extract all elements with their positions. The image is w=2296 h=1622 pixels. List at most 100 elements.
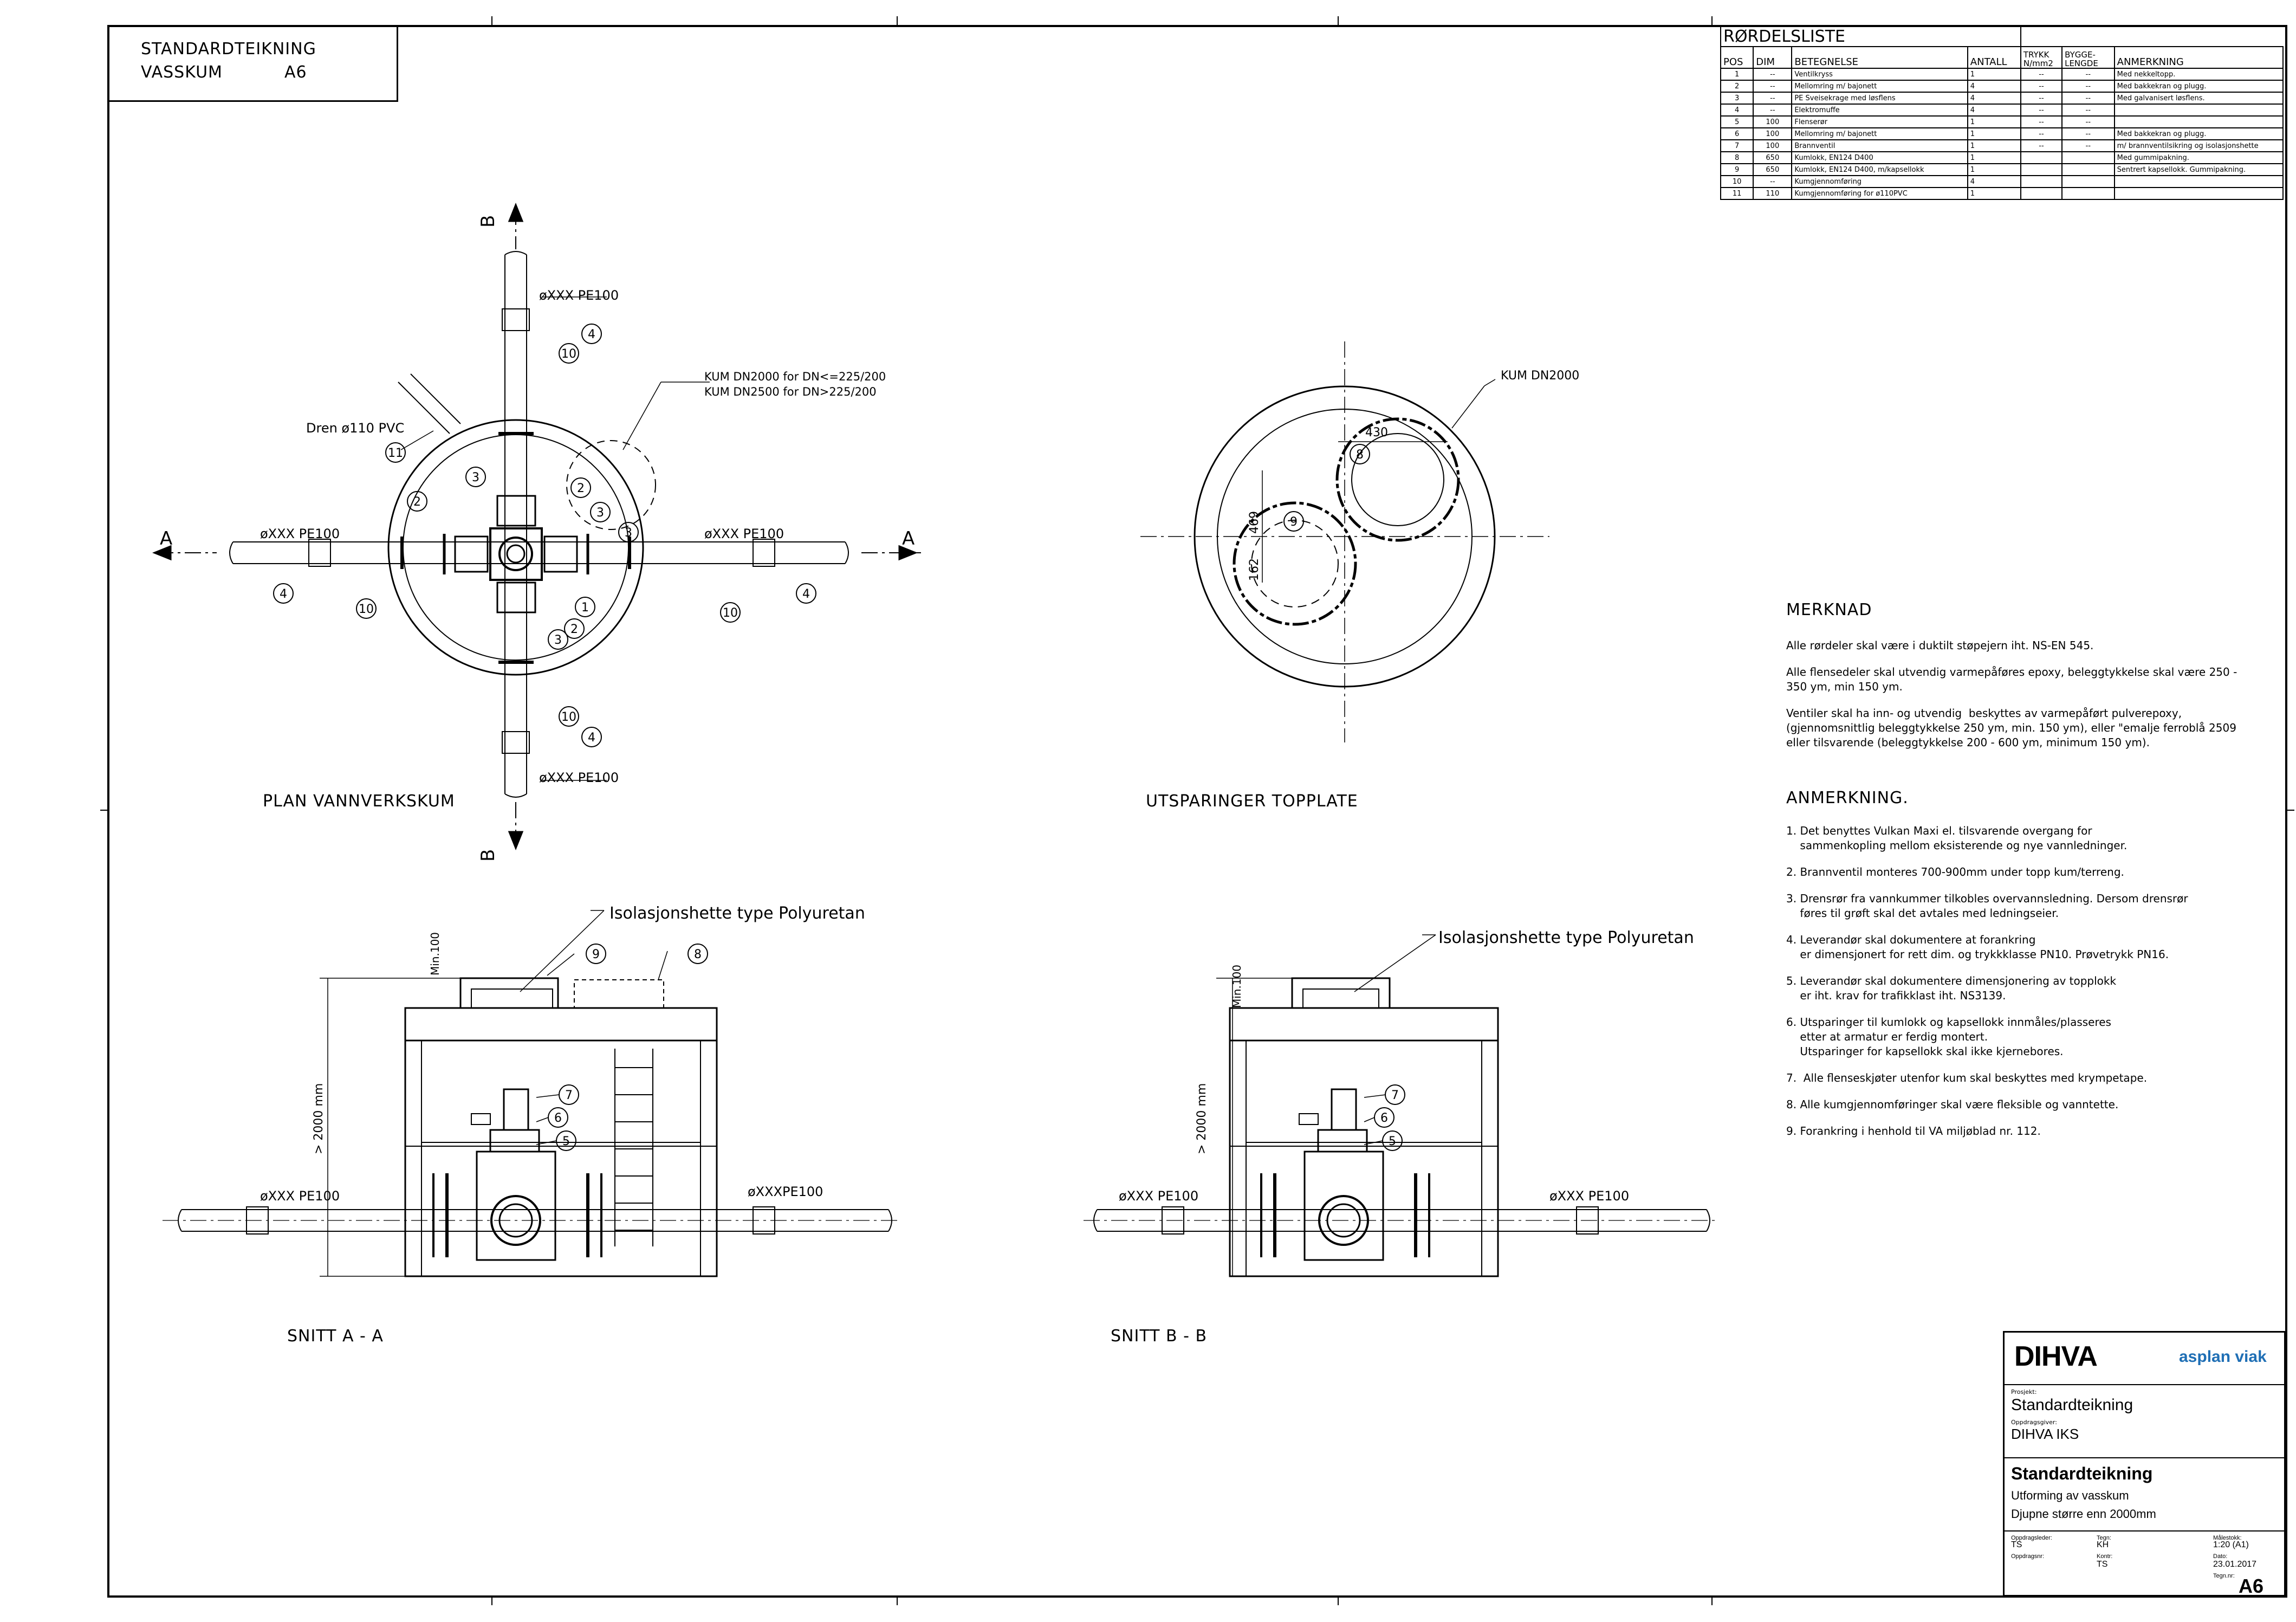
parts-cell: 1 [1967,151,2021,164]
plan-dren-label: Dren ø110 PVC [306,421,404,436]
section-a-pipe-right: øXXXPE100 [748,1184,823,1199]
parts-cell [2020,175,2063,188]
plan-section-b-top: B [477,215,499,228]
plan-kum-label-2: KUM DN2500 for DN>225/200 [704,385,877,398]
parts-cell: -- [1753,175,1793,188]
svg-text:5: 5 [562,1135,570,1148]
note-line: 4. Leverandør skal dokumentere at forank… [1786,933,2036,946]
anmerkning-title: ANMERKNING. [1786,789,1909,807]
parts-cell [2061,175,2115,188]
parts-cell: 1 [1967,127,2021,140]
note-line: 1. Det benyttes Vulkan Maxi el. tilsvare… [1786,824,2092,837]
plan-pipe-left-label: øXXX PE100 [260,526,340,541]
svg-text:3: 3 [554,634,562,647]
section-b-labels: Isolasjonshette type Polyuretan Min.100 … [1111,928,1694,1346]
parts-cell: -- [2061,92,2115,105]
note-line: Utsparinger for kapsellokk skal ikke kje… [1786,1045,2064,1058]
svg-text:3: 3 [625,526,632,540]
header-title-box: STANDARDTEIKNING VASSKUM A6 [108,26,398,102]
drawing-frame [107,25,2287,1598]
section-a-pipe-left: øXXX PE100 [260,1188,340,1204]
plan-balloon-labels: 4 10 11 3 2 2 3 3 1 2 3 4 10 10 4 10 4 [280,328,810,745]
parts-cell: -- [2020,139,2063,152]
plan-pipe-bottom-label: øXXX PE100 [539,770,619,785]
tegnnr-value: A6 [2239,1575,2264,1597]
parts-cell: 6 [1720,127,1754,140]
parts-cell: Flenserør [1791,115,1968,128]
note-line: føres til grøft skal det avtales med led… [1786,907,2059,920]
parts-cell: 650 [1753,163,1793,176]
note-line: 3. Drensrør fra vannkummer tilkobles ove… [1786,892,2188,905]
svg-text:3: 3 [472,471,479,484]
parts-cell: 4 [1967,175,2021,188]
parts-cell: 2 [1720,80,1754,93]
topplate-dim-430: 430 [1365,426,1388,440]
parts-cell [2113,187,2284,200]
parts-cell [2061,187,2115,200]
section-b-view [1084,977,1717,1277]
parts-cell: 110 [1753,187,1793,200]
parts-cell: 1 [1967,68,2021,81]
section-a-title: SNITT A - A [287,1327,384,1346]
section-b-min-label: Min.100 [1230,965,1243,1008]
section-a-view [163,977,899,1277]
svg-text:8: 8 [1356,448,1364,462]
parts-cell: PE Sveisekrage med løsflens [1791,92,1968,105]
parts-cell: 1 [1967,163,2021,176]
kontr-label: Kontr: [2097,1553,2113,1560]
svg-text:9: 9 [1290,515,1298,529]
parts-cell: 4 [1720,104,1754,117]
topplate-view [1140,341,1549,742]
svg-text:2: 2 [577,482,585,495]
section-a-labels: Isolasjonshette type Polyuretan Min.100 … [260,904,865,1346]
parts-cell: Sentrert kapsellokk. Gummipakning. [2113,163,2284,176]
svg-text:4: 4 [588,328,595,341]
parts-cell [2020,163,2063,176]
parts-cell: Ventilkryss [1791,68,1968,81]
parts-cell: Med nekkeltopp. [2113,68,2284,81]
header-line2b: A6 [284,63,307,82]
parts-cell: 9 [1720,163,1754,176]
svg-text:6: 6 [1380,1112,1388,1125]
parts-cell: -- [2061,68,2115,81]
plan-lid-dashed [566,440,656,530]
note-line: 9. Forankring i henhold til VA miljøblad… [1786,1125,2041,1138]
parts-cell: -- [2020,115,2063,128]
drawing-subtitle-2: Djupne større enn 2000mm [2011,1507,2156,1521]
parts-list-caption: RØRDELSLISTE [1720,26,2021,47]
note-line: (gjennomsnittlig beleggtykkelse 250 ym, … [1786,721,2236,734]
parts-cell: -- [2020,127,2063,140]
parts-cell: -- [2020,104,2063,117]
svg-text:10: 10 [359,603,374,616]
parts-cell: -- [1753,68,1793,81]
parts-cell: 100 [1753,139,1793,152]
parts-cell: Mellomring m/ bajonett [1791,127,1968,140]
oppdragsgiver-label: Oppdragsgiver: [2011,1419,2057,1426]
svg-text:3: 3 [596,506,604,520]
parts-cell: Med galvanisert løsflens. [2113,92,2284,105]
drawing-title: Standardteikning [2011,1464,2153,1483]
note-line: 350 ym, min 150 ym. [1786,680,1903,693]
anmerkning-text: 1. Det benyttes Vulkan Maxi el. tilsvare… [1786,824,2268,1139]
note-line: 6. Utsparinger til kumlokk og kapsellokk… [1786,1016,2111,1029]
section-b-title: SNITT B - B [1111,1327,1207,1346]
parts-cell: -- [2020,92,2063,105]
svg-text:9: 9 [592,948,600,961]
parts-cell: 1 [1967,139,2021,152]
malestokk-label: Målestokk: [2213,1535,2242,1541]
parts-cell: -- [2020,80,2063,93]
parts-cell: 100 [1753,115,1793,128]
parts-col-header: ANTALL [1967,46,2021,69]
parts-cell: 3 [1720,92,1754,105]
plan-pipe-top-label: øXXX PE100 [539,288,619,303]
tegnet-label: Tegn: [2097,1535,2111,1541]
note-line: er dimensjonert for rett dim. og trykkkl… [1786,948,2169,961]
